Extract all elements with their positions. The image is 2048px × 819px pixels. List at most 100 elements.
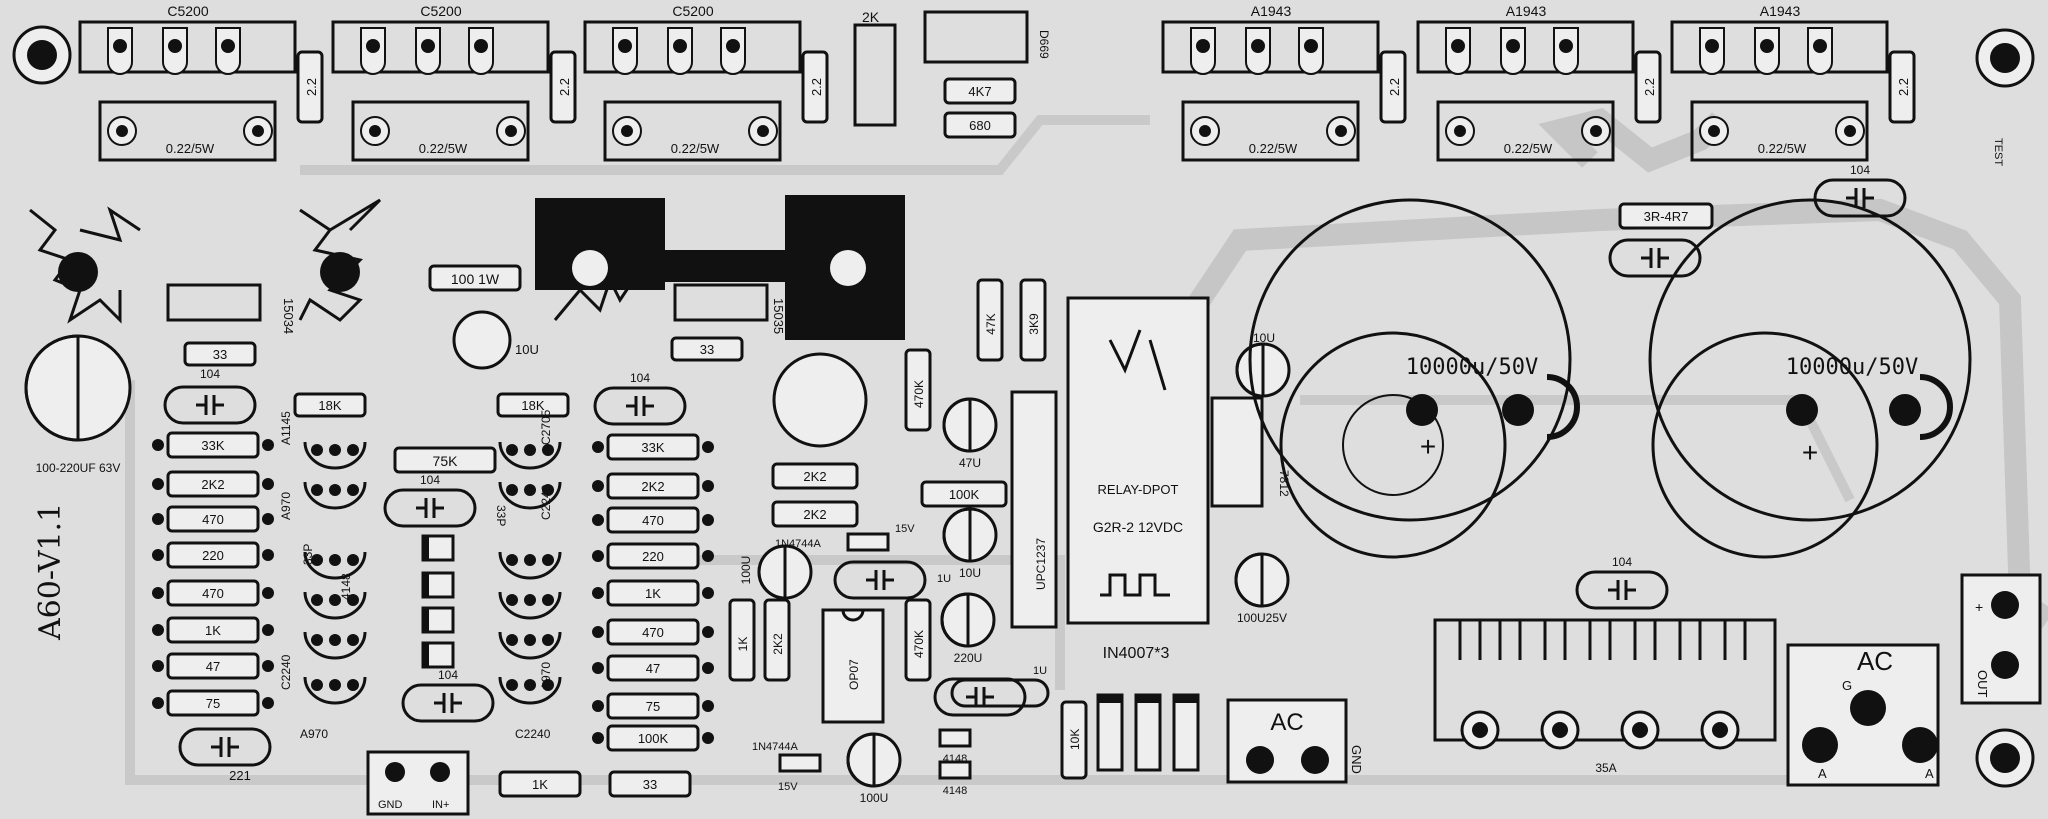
power-transistor-label: C5200 xyxy=(420,3,461,19)
resistor xyxy=(166,470,260,498)
mounting-holes xyxy=(12,25,2035,788)
resistor-label: 2K2 xyxy=(641,479,664,494)
pad-hole xyxy=(726,39,740,53)
resistor-label: 33K xyxy=(641,440,664,455)
cap-221-label: 221 xyxy=(229,768,251,783)
to92-outline xyxy=(303,551,367,580)
cap-100-680uf xyxy=(772,352,868,448)
pad-hole xyxy=(1251,39,1265,53)
vbe-transistor-left xyxy=(166,283,262,322)
resistor-column-middle: 33K2K24702201K4704775100K18K33332K22K210… xyxy=(496,336,1008,798)
relay xyxy=(1066,296,1210,625)
pad-hole xyxy=(618,39,632,53)
opamp-label: OP07 xyxy=(847,659,861,690)
zener-bottom-label: 1N4744A xyxy=(752,741,799,753)
pad-hole xyxy=(1813,39,1827,53)
power-transistor-body xyxy=(78,20,297,74)
r-4k7 xyxy=(943,77,1017,105)
relay-model: G2R-2 12VDC xyxy=(1093,519,1183,535)
emitter-resistor xyxy=(1436,100,1615,162)
opamp-op07 xyxy=(821,608,885,724)
film-cap xyxy=(163,385,257,425)
resistor xyxy=(166,579,260,607)
cap-104-label: 104 xyxy=(1612,555,1632,569)
pot-2k xyxy=(853,23,897,127)
resistor-vertical xyxy=(1019,278,1047,362)
base-resistor-2-2 xyxy=(549,50,577,124)
r-10k-label: 10K xyxy=(1068,729,1082,750)
r-3r-4r7 xyxy=(1618,202,1714,230)
resistor-vertical-label: 1K xyxy=(736,637,750,652)
resistor xyxy=(166,431,260,459)
heatsink-hole-right xyxy=(320,252,360,292)
pad-hole xyxy=(421,39,435,53)
r-100-1w-label: 100 1W xyxy=(451,271,500,287)
to92-outline xyxy=(498,676,562,705)
resistor xyxy=(606,692,700,720)
pnp-output-transistors: A19430.22/5W2.2A19430.22/5W2.2A19430.22/… xyxy=(1161,3,1916,162)
t-c2240-label-1: C2240 xyxy=(539,484,553,520)
resistor-label: 1K xyxy=(205,623,221,638)
ac-a-label-1: A xyxy=(1818,766,1827,781)
resistor-vertical-label: 470K xyxy=(912,630,926,658)
to92-outline xyxy=(303,631,367,660)
t-c2240-label-2: C2240 xyxy=(515,727,551,741)
main-cap-right-outline xyxy=(1648,198,1972,522)
resistor-vertical-label: 470K xyxy=(912,380,926,408)
resistor-label: 47 xyxy=(206,659,220,674)
electrolytic-cap-label: 47U xyxy=(959,456,981,470)
to92-outline xyxy=(498,481,562,510)
resistor-label: 33K xyxy=(201,438,224,453)
film-cap xyxy=(1608,238,1702,278)
r-100-1w xyxy=(428,264,522,292)
electrolytic-cap-label: 10U xyxy=(959,566,981,580)
pad-hole xyxy=(474,39,488,53)
to92-outline xyxy=(498,591,562,620)
input-connector xyxy=(366,750,470,816)
resistor-vertical-label: 3K9 xyxy=(1027,313,1041,335)
resistor-label: 75 xyxy=(646,699,660,714)
upc-label: UPC1237 xyxy=(1034,538,1048,590)
film-cap xyxy=(833,560,927,600)
base-resistor-label: 2.2 xyxy=(1642,78,1657,96)
base-resistor-label: 2.2 xyxy=(1896,78,1911,96)
resistor xyxy=(166,652,260,680)
pad-hole xyxy=(673,39,687,53)
r-10k xyxy=(1060,700,1088,780)
emitter-resistor xyxy=(1690,100,1869,162)
resistor-label: 470 xyxy=(202,512,224,527)
ac-connector-secondary xyxy=(1226,698,1348,784)
main-cap-right-label: 10000u/50V xyxy=(1786,355,1918,380)
zener-bottom-v: 15V xyxy=(778,781,798,793)
vbe-transistor-right xyxy=(673,283,769,322)
gnd-label: GND xyxy=(1349,745,1364,774)
reg-label: 7812 xyxy=(1277,470,1291,497)
to92-outline xyxy=(498,631,562,660)
cap-104-label: 104 xyxy=(420,473,440,487)
power-trace xyxy=(1150,198,2048,629)
cap-100-220uf-label: 100-220UF 63V xyxy=(36,461,121,475)
resistor xyxy=(166,616,260,644)
resistor-label: 220 xyxy=(642,549,664,564)
resistor-label: 100K xyxy=(949,487,980,502)
diodes-in4007 xyxy=(1096,693,1200,772)
power-transistor-body xyxy=(1670,20,1889,74)
to92-outline xyxy=(303,481,367,510)
r-33-label: 33 xyxy=(213,347,227,362)
r-680 xyxy=(943,111,1017,139)
t-a1145-label: A1145 xyxy=(279,411,293,445)
emitter-resistor-label: 0.22/5W xyxy=(1249,141,1298,156)
resistor-label: 470 xyxy=(642,513,664,528)
pot-label: 2K xyxy=(862,9,880,25)
ac-label-2: AC xyxy=(1857,646,1893,676)
r-18k-label-left: 18K xyxy=(318,398,341,413)
cap-polarity-mark xyxy=(24,334,80,442)
main-cap-left-label: 10000u/50V xyxy=(1406,355,1538,380)
base-resistor-2-2 xyxy=(1634,50,1662,124)
base-resistor-label: 2.2 xyxy=(557,78,572,96)
resistor-vertical xyxy=(904,348,932,432)
input-gnd-label: GND xyxy=(378,799,403,811)
resistor-label: 2K2 xyxy=(803,469,826,484)
